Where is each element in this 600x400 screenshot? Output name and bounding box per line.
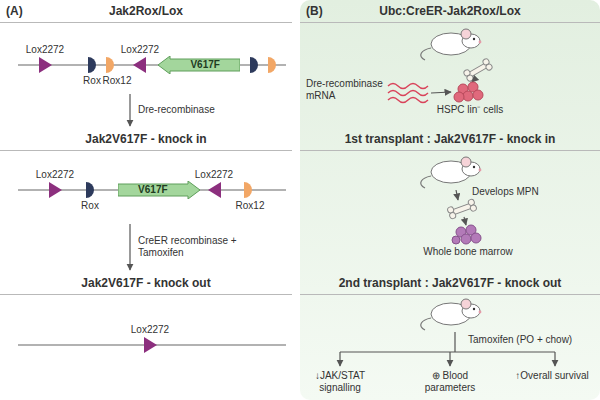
panel-letter: (A) bbox=[6, 0, 23, 22]
stage-section: V617F Jak2V617F - knock in bbox=[0, 128, 292, 222]
annotation-label: Rox bbox=[80, 75, 104, 87]
section-heading: 1st transplant : Jak2V617F - knock in bbox=[300, 128, 600, 151]
flow-arrow bbox=[129, 224, 130, 270]
flow-arrow bbox=[339, 352, 340, 366]
annotation-label: Rox bbox=[78, 200, 102, 212]
cell bbox=[452, 236, 460, 244]
rox-site bbox=[88, 57, 96, 73]
annotation-label: Rox12 bbox=[102, 75, 132, 87]
flow-arrow bbox=[449, 352, 450, 366]
annotation-label: Lox2272 bbox=[189, 169, 239, 181]
cell bbox=[454, 92, 464, 102]
annotation-label: Rox12 bbox=[235, 200, 265, 212]
cell bbox=[463, 91, 473, 101]
annotation-label: Lox2272 bbox=[125, 324, 175, 336]
lox-site bbox=[133, 57, 146, 73]
section-heading: Jak2V617F - knock out bbox=[0, 272, 292, 295]
gene-arrow: V617F bbox=[118, 181, 200, 199]
stage-section: 1st transplant : Jak2V617F - knock in bbox=[300, 128, 600, 268]
edge-label: Dre-recombinase bbox=[138, 104, 246, 116]
panel-letter: (B) bbox=[306, 0, 323, 22]
stage-section: Ubc:CreER-Jak2Rox/Lox bbox=[300, 0, 600, 124]
rox12-site bbox=[268, 57, 276, 73]
lox-site bbox=[39, 57, 52, 73]
rox12-site bbox=[244, 182, 252, 198]
rox-site bbox=[86, 182, 94, 198]
arrow-shape bbox=[158, 56, 240, 74]
stage-section: 2nd transplant : Jak2V617F - knock out bbox=[300, 272, 600, 400]
cell bbox=[473, 90, 483, 100]
annotation-label: Lox2272 bbox=[115, 44, 165, 56]
dna-line bbox=[18, 64, 286, 65]
flow-arrow bbox=[554, 352, 555, 366]
rox12-site bbox=[106, 57, 114, 73]
lox-site bbox=[208, 182, 221, 198]
cell bbox=[461, 234, 471, 244]
annotation-label: Lox2272 bbox=[30, 169, 80, 181]
stage-section: Jak2V617F - knock out bbox=[0, 272, 292, 398]
figure-panel: V617F Jak2Rox/LoxV617F Jak2V617F - knock i… bbox=[0, 0, 292, 400]
gene-label: V617F bbox=[170, 56, 240, 74]
gene-label: V617F bbox=[118, 181, 188, 199]
annotation-label: Lox2272 bbox=[20, 44, 70, 56]
figure-panel: Ubc:CreER-Jak2Rox/Lox 1st transplant : Ja… bbox=[300, 0, 600, 400]
gene-arrow: V617F bbox=[158, 56, 240, 74]
lox-site bbox=[144, 337, 157, 353]
edge-label: CreER recombinase + Tamoxifen bbox=[138, 235, 246, 259]
section-heading: Jak2V617F - knock in bbox=[0, 128, 292, 151]
section-heading: 2nd transplant : Jak2V617F - knock out bbox=[300, 272, 600, 295]
cell bbox=[471, 233, 481, 243]
rox-site bbox=[250, 57, 258, 73]
stage-section: V617F Jak2Rox/Lox bbox=[0, 0, 292, 92]
flow-arrow bbox=[129, 94, 130, 126]
section-heading: Ubc:CreER-Jak2Rox/Lox bbox=[300, 0, 600, 23]
arrow-shape bbox=[118, 181, 200, 199]
section-heading: Jak2Rox/Lox bbox=[0, 0, 292, 23]
lox-site bbox=[49, 182, 62, 198]
